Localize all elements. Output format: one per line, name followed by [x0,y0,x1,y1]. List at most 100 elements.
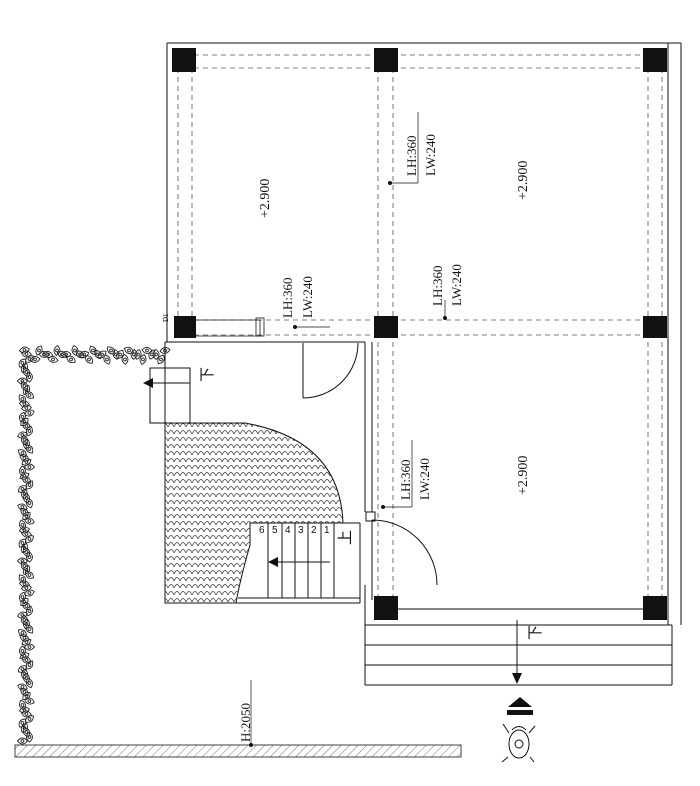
shrub-dot [127,348,131,353]
shrub-dot [24,478,29,482]
shrub-leaf [25,624,34,634]
shrub-leaf [20,417,29,427]
shrub-leaf [19,634,30,642]
shrub-dot [20,523,25,527]
wall-notch [196,317,265,337]
shrub-dot [20,649,25,653]
shrub-dot [20,541,25,545]
shrub-dot [24,388,29,392]
shrub-dot [27,375,32,379]
shrub-dot [55,348,59,353]
light-height: LH:360 [430,266,445,306]
step-number: 2 [311,525,317,536]
shrub-dot [20,469,25,473]
shrub-leaf [18,706,30,714]
light-width: LW:240 [417,458,432,500]
shrub-leaf [18,645,26,657]
shrub-leaf [17,503,28,511]
shrub-leaf [20,530,32,538]
shrub-dot [24,640,29,644]
shrub-leaf [20,597,29,607]
shrub-leaf [22,512,31,520]
shrub-dot [20,415,25,419]
shrub-leaf [85,355,93,364]
shrub-leaf [20,542,29,554]
shrub-dot [114,352,118,357]
shrub-leaf [24,571,35,579]
shrub-dot [22,654,27,658]
entry-step [149,367,191,424]
level-mark: +2.900 [516,456,531,495]
shrub-leaf [21,638,32,646]
shrub-dot [24,370,29,374]
shrub-dot [27,501,32,505]
shrub-dot [64,352,68,357]
shrub-dot [27,717,32,721]
column [172,48,196,72]
shrub-dot [20,505,25,509]
shrub-dot [24,532,29,536]
shrub-leaf [66,355,76,364]
shrub-dot [27,663,32,667]
shrub-dot [27,411,32,415]
shrub-leaf [17,431,28,439]
shrub-leaf [18,519,26,531]
shrub-leaf [103,354,111,365]
shrub-leaf [25,425,33,437]
shrub-dot [123,357,127,362]
shrub-leaf [25,677,33,689]
shrub-leaf [157,354,165,365]
shrub-leaf [16,377,29,385]
shrub-dot [20,703,25,707]
shrub-dot [163,348,167,353]
column [643,596,667,620]
shrub-dot [24,460,29,464]
shrub-leaf [21,476,32,484]
shrub-leaf [18,526,30,534]
shrub-dot [20,631,25,635]
doors [302,342,438,586]
shrub-leaf [123,346,135,354]
shrub-dot [37,348,41,353]
shrub-dot [91,348,95,353]
shrub-leaf [25,371,33,383]
shrub-leaf [71,344,79,356]
shrub-dot [109,348,113,353]
shrub-dot [145,348,149,353]
shrub-dot [20,397,25,401]
shrub-dot [24,568,29,572]
note-leaders [250,112,446,745]
shrub-dot [82,352,86,357]
shrub-dot [27,645,32,649]
shrub-leaf [16,557,29,565]
shrub-dot [20,667,25,671]
shrub-leaf [20,350,32,358]
building-outline [166,42,682,625]
person-figure [501,723,536,763]
shrub-leaf [20,710,32,718]
shrub-leaf [25,605,33,617]
shrub-dot [100,352,104,357]
step-number: 5 [272,525,278,536]
shrub-dot [27,609,32,613]
shrub-leaf [25,660,34,670]
ground-hatch [14,744,462,758]
shrub-leaf [23,643,36,651]
step-number: 3 [298,525,304,536]
shrub-leaf [22,546,31,558]
shrub-dot [24,424,29,428]
shrub-leaf [17,611,28,619]
shrub-leaf [159,346,171,354]
light-width: LW:240 [423,134,438,176]
shrub-dot [24,730,29,734]
shrub-leaf [89,345,97,356]
step-number: 1 [324,525,330,536]
shrub-dot [136,352,140,357]
beam-grid [177,54,668,610]
shrub-leaf [22,366,31,378]
shrub-dot [20,721,25,725]
shrub-leaf [29,356,41,363]
shrub-dot [20,685,25,689]
shrub-dot [154,352,158,357]
